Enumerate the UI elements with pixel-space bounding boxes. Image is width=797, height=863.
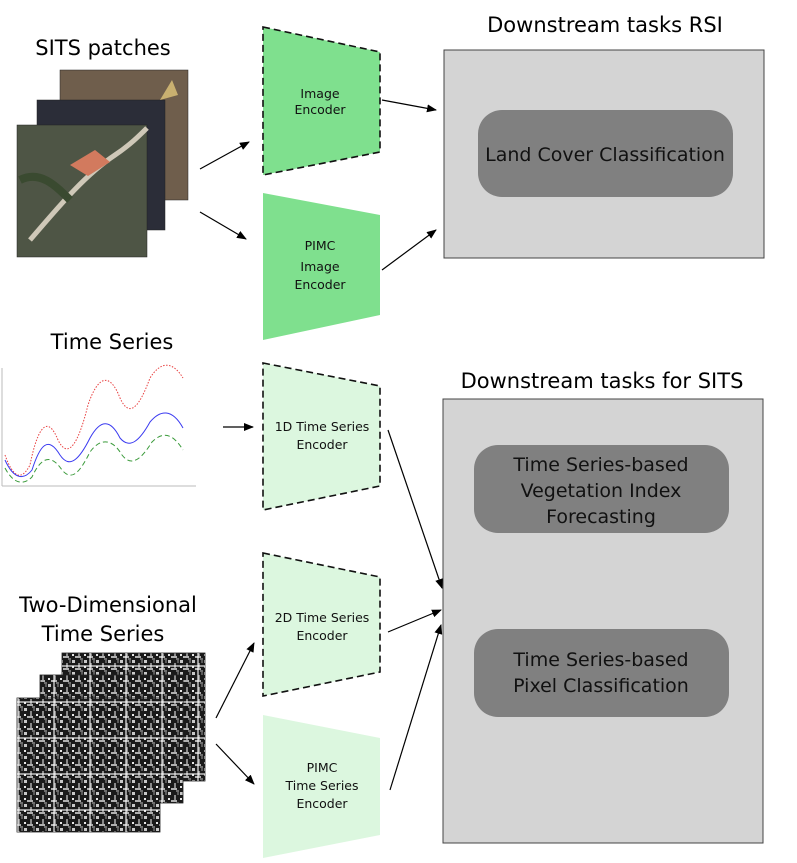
time-series-chart <box>1 364 196 487</box>
series-green <box>4 434 184 483</box>
sits-patch-stack <box>16 69 189 258</box>
time-series-title: Time Series <box>50 330 174 354</box>
two-dim-title-line2: Time Series <box>41 622 165 646</box>
ts1d-encoder: 1D Time Series Encoder <box>262 362 381 511</box>
series-red <box>4 364 184 476</box>
rsi-panel-title: Downstream tasks RSI <box>487 13 723 37</box>
series-blue <box>4 412 184 478</box>
ts1d-encoder-label-1: 1D Time Series <box>275 419 370 434</box>
pimc-ts-encoder-label-1: PIMC <box>307 760 338 775</box>
pimc-image-encoder-label-1: PIMC <box>305 238 336 253</box>
arrow-1d-encoder-to-sits <box>387 429 443 589</box>
arrow-2d-to-pimc-ts-encoder <box>215 743 255 785</box>
ts1d-encoder-label-2: Encoder <box>296 437 348 452</box>
task-land-cover-label: Land Cover Classification <box>485 144 725 166</box>
pimc-image-encoder: PIMC Image Encoder <box>263 193 380 340</box>
pimc-ts-encoder-label-2: Time Series <box>284 778 358 793</box>
ts2d-encoder-label-1: 2D Time Series <box>275 610 370 625</box>
task-pixel-classification-label-2: Pixel Classification <box>513 675 689 697</box>
task-vi-forecasting <box>474 445 729 533</box>
task-vi-forecasting-label-1: Time Series-based <box>512 454 688 476</box>
sits-patches-title: SITS patches <box>35 36 171 60</box>
pimc-image-encoder-label-3: Encoder <box>294 277 346 292</box>
task-pixel-classification-label-1: Time Series-based <box>512 649 688 671</box>
arrows <box>199 99 443 791</box>
task-land-cover <box>478 110 733 197</box>
task-pixel-classification <box>474 629 729 717</box>
pimc-image-encoder-label-2: Image <box>300 259 339 274</box>
arrow-pimc-image-encoder-to-rsi <box>381 229 437 271</box>
image-encoder-label-1: Image <box>300 86 339 101</box>
recurrence-matrix-stack <box>16 652 206 833</box>
image-encoder: Image Encoder <box>262 26 381 176</box>
task-vi-forecasting-label-2: Vegetation Index <box>521 480 682 502</box>
ts2d-encoder-label-2: Encoder <box>296 628 348 643</box>
task-vi-forecasting-label-3: Forecasting <box>546 506 656 528</box>
arrow-2d-to-2d-encoder <box>215 642 255 719</box>
ts2d-encoder: 2D Time Series Encoder <box>262 552 381 697</box>
sits-panel-title: Downstream tasks for SITS <box>461 369 744 393</box>
arrow-sits-to-image-encoder <box>199 141 250 170</box>
arrow-pimc-ts-encoder-to-sits <box>389 624 443 791</box>
arrow-2d-encoder-to-sits <box>387 609 442 633</box>
arrow-sits-to-pimc-image-encoder <box>199 211 247 240</box>
pimc-ts-encoder: PIMC Time Series Encoder <box>263 715 380 858</box>
pimc-ts-encoder-label-3: Encoder <box>296 796 348 811</box>
image-encoder-label-2: Encoder <box>294 102 346 117</box>
two-dim-title-line1: Two-Dimensional <box>18 593 197 617</box>
arrow-image-encoder-to-rsi <box>381 99 437 113</box>
